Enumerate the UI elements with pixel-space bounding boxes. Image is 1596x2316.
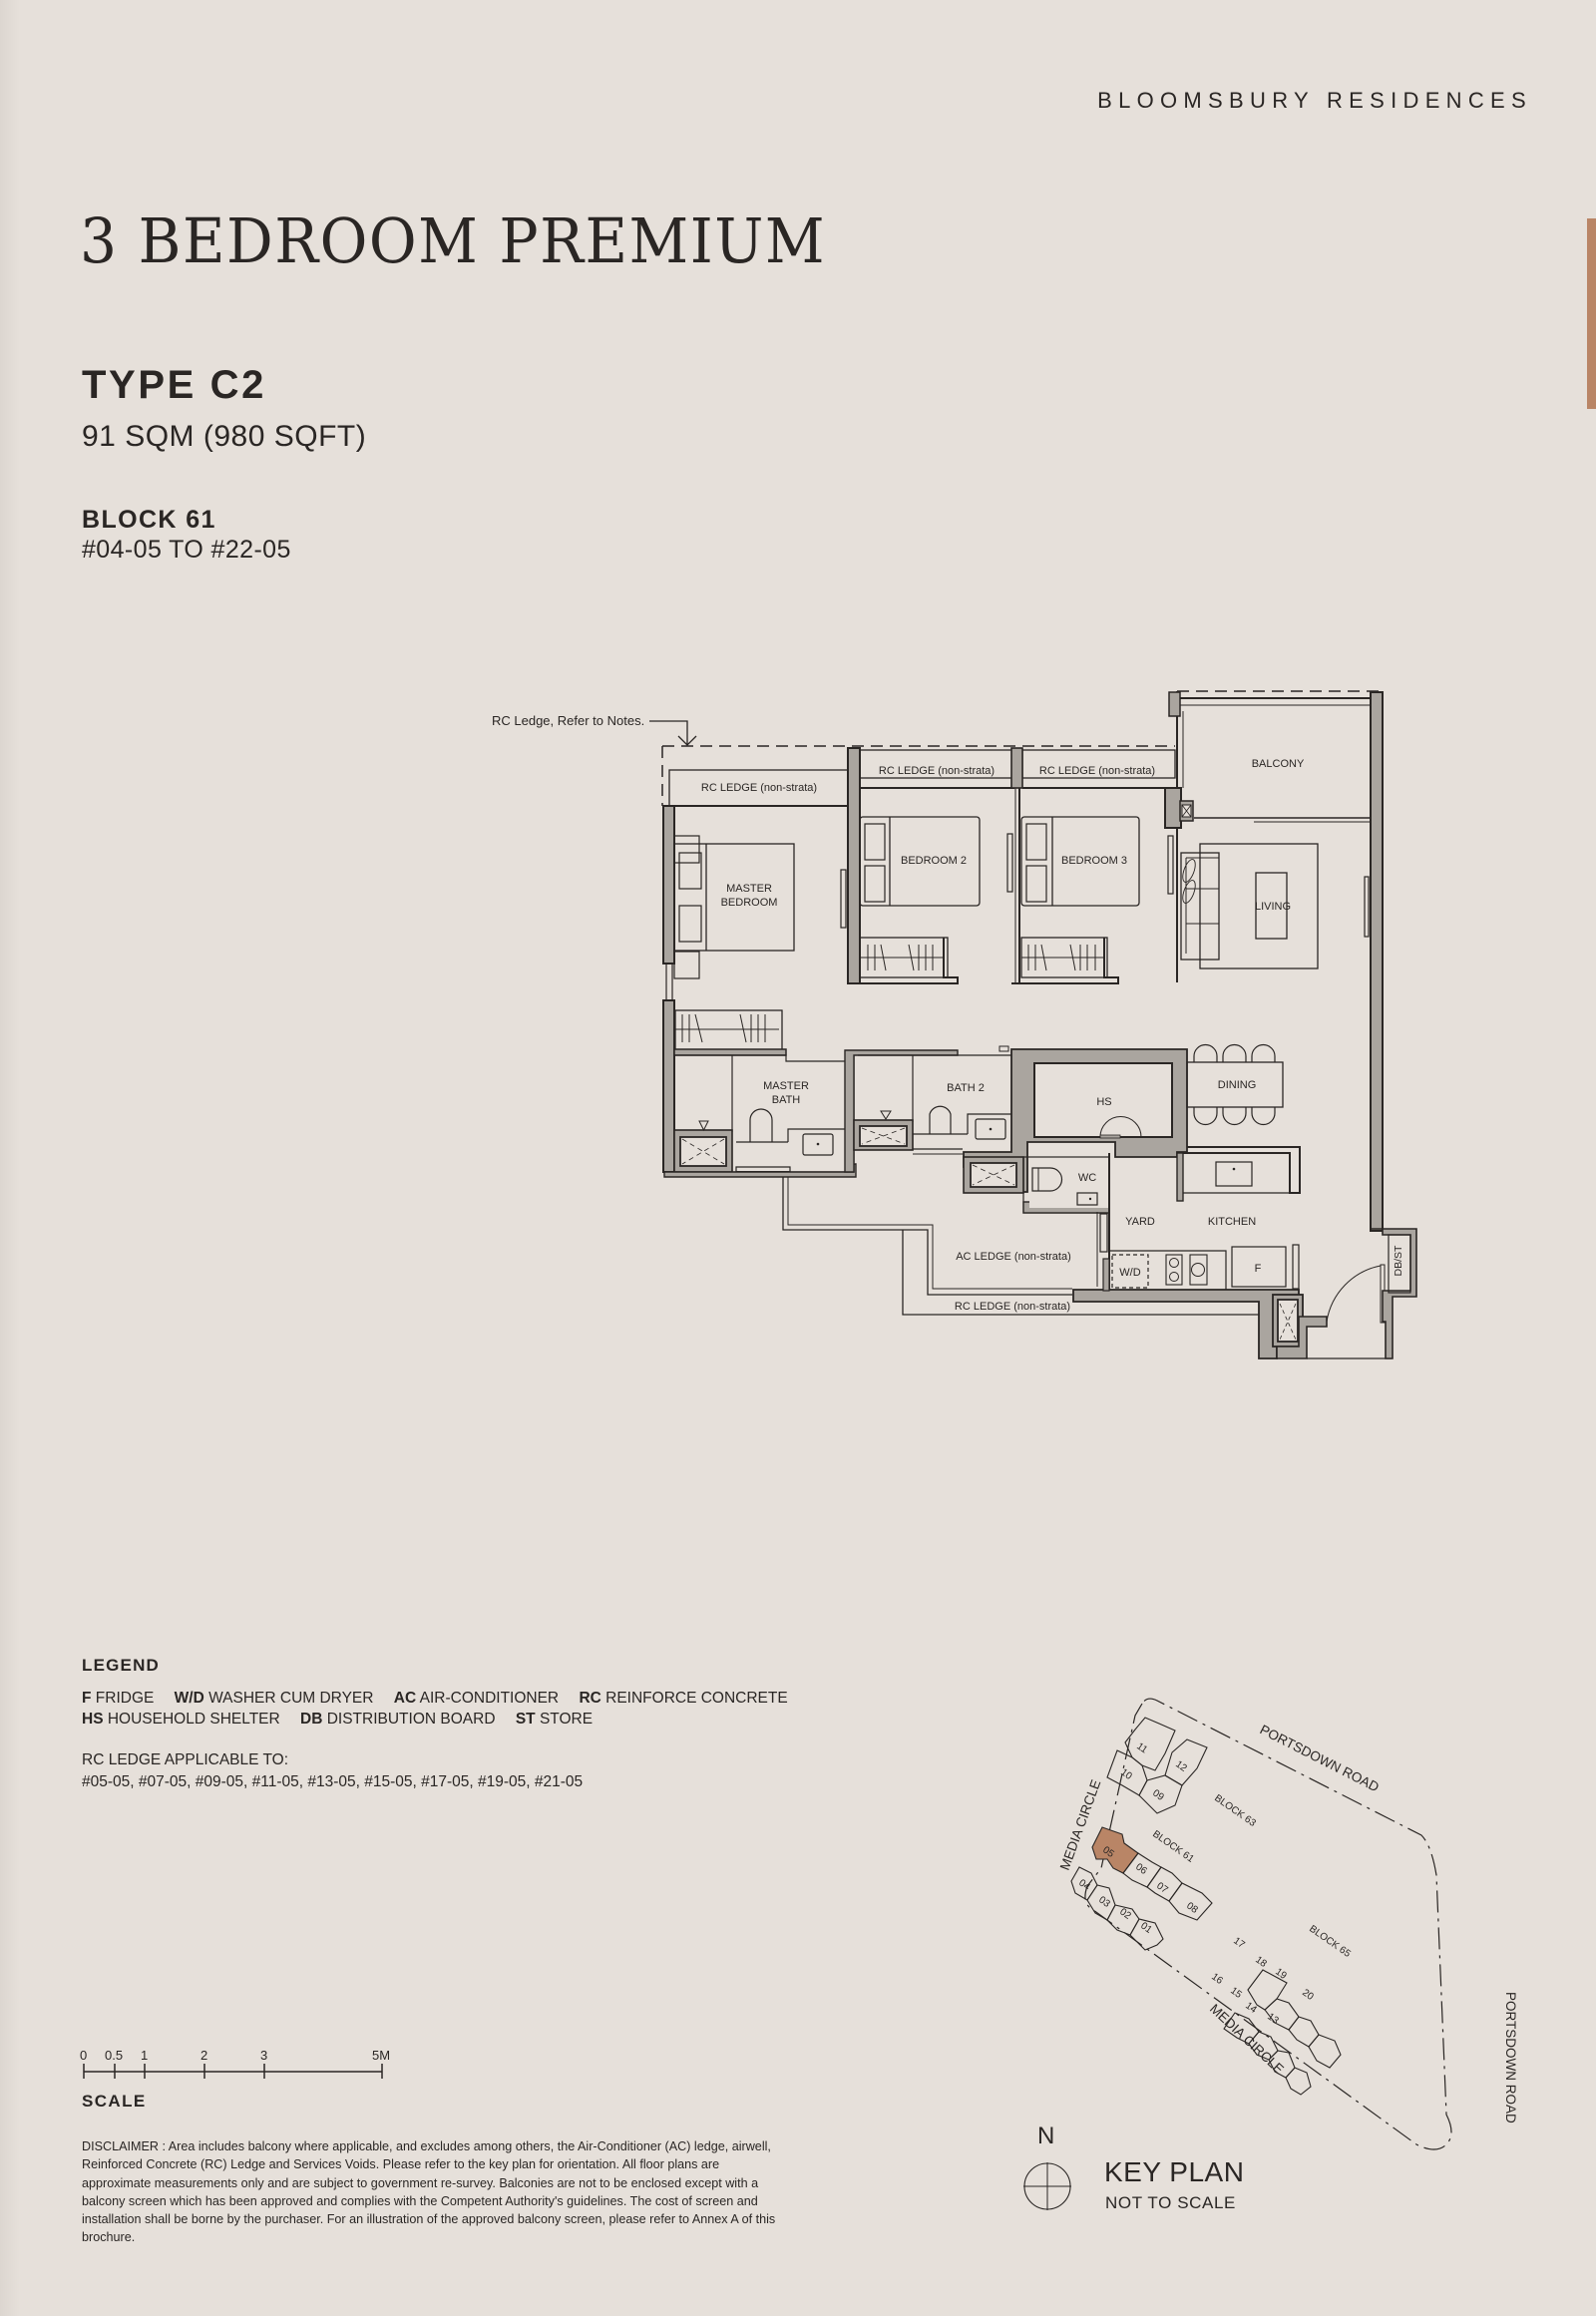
rc-ledge-applicable-title: RC LEDGE APPLICABLE TO: (82, 1751, 289, 1768)
legend-title: LEGEND (82, 1656, 161, 1675)
unit-label: 15 (1228, 1985, 1244, 2001)
scale-tick-3: 3 (260, 2048, 268, 2063)
appliance-label-fridge: F (1255, 1263, 1262, 1275)
unit-label: 20 (1300, 1987, 1316, 2003)
block-units: #04-05 TO #22-05 (82, 536, 291, 564)
unit-area: 91 SQM (980 SQFT) (82, 420, 367, 453)
page-title: 3 BEDROOM PREMIUM (80, 204, 827, 277)
block-name: BLOCK 61 (82, 506, 216, 534)
legend-row-2: HS HOUSEHOLD SHELTER DB DISTRIBUTION BOA… (82, 1711, 608, 1729)
brand-name: BLOOMSBURY RESIDENCES (1097, 88, 1532, 113)
block-label-65: BLOCK 65 (1307, 1923, 1353, 1960)
unit-label: 01 (1138, 1920, 1154, 1936)
floor-plan: RC Ledge, Refer to Notes. MASTER BEDROOM… (492, 690, 1417, 1359)
room-label-hs: HS (1096, 1096, 1111, 1108)
room-label-dining: DINING (1218, 1079, 1257, 1091)
unit-type: TYPE C2 (82, 363, 266, 407)
block-label-61: BLOCK 61 (1150, 1828, 1196, 1865)
legend-item-household-shelter: HS HOUSEHOLD SHELTER (82, 1711, 280, 1728)
key-plan (1023, 1698, 1452, 2210)
room-label-master-bedroom-1: MASTER (726, 883, 772, 895)
room-label-db-st: DB/ST (1393, 1245, 1404, 1277)
key-plan-labels: PORTSDOWN ROAD PORTSDOWN ROAD MEDIA CIRC… (1057, 1722, 1518, 2123)
room-label-kitchen: KITCHEN (1208, 1216, 1256, 1228)
legend-item-reinforce-concrete: RC REINFORCE CONCRETE (579, 1690, 788, 1707)
room-label-wc: WC (1078, 1172, 1096, 1184)
rc-ledge-label-master: RC LEDGE (non-strata) (701, 782, 817, 794)
appliance-label-washer-dryer: W/D (1119, 1267, 1140, 1279)
legend-item-fridge: F FRIDGE (82, 1690, 155, 1707)
legend-item-store: ST STORE (515, 1711, 594, 1728)
scale-label: SCALE (82, 2092, 147, 2111)
legend-item-distribution-board: DB DISTRIBUTION BOARD (300, 1711, 496, 1728)
accent-bar (1587, 218, 1596, 409)
room-label-bedroom-2: BEDROOM 2 (901, 855, 967, 867)
scale-tick-1: 1 (141, 2048, 149, 2063)
road-label-portsdown-right: PORTSDOWN ROAD (1503, 1992, 1518, 2123)
room-label-master-bath-2: BATH (772, 1094, 801, 1106)
unit-label: 09 (1150, 1787, 1166, 1803)
rc-ledge-label-bedroom-2: RC LEDGE (non-strata) (879, 765, 995, 777)
scale-tick-0: 0 (80, 2048, 88, 2063)
room-label-yard: YARD (1125, 1216, 1155, 1228)
disclaimer: DISCLAIMER : Area includes balcony where… (82, 2139, 776, 2245)
rc-ledge-applicable-units: #05-05, #07-05, #09-05, #11-05, #13-05, … (82, 1773, 584, 1790)
key-plan-subtitle: NOT TO SCALE (1105, 2193, 1236, 2212)
scale-bar (83, 2064, 383, 2079)
room-label-bedroom-3: BEDROOM 3 (1061, 855, 1127, 867)
room-label-balcony: BALCONY (1252, 758, 1305, 770)
room-label-bath-2: BATH 2 (947, 1082, 985, 1094)
north-label: N (1037, 2123, 1055, 2149)
room-label-master-bath-1: MASTER (763, 1080, 809, 1092)
unit-label: 12 (1173, 1758, 1189, 1774)
unit-label: 14 (1243, 2000, 1259, 2016)
unit-label: 18 (1253, 1954, 1269, 1970)
callout-text: RC Ledge, Refer to Notes. (492, 713, 644, 728)
unit-label: 08 (1184, 1900, 1200, 1916)
block-label-63: BLOCK 63 (1212, 1792, 1258, 1829)
unit-label: 06 (1133, 1861, 1149, 1877)
unit-label: 04 (1076, 1877, 1092, 1893)
scale-tick-5m: 5M (372, 2048, 391, 2063)
room-label-living: LIVING (1255, 901, 1291, 913)
page-edge-shade (0, 0, 20, 2316)
unit-label: 11 (1134, 1740, 1149, 1755)
unit-label: 17 (1231, 1935, 1247, 1951)
scale-tick-2: 2 (200, 2048, 208, 2063)
unit-label: 03 (1096, 1894, 1112, 1910)
room-label-master-bedroom-2: BEDROOM (721, 897, 778, 909)
scale-tick-0-5: 0.5 (105, 2048, 124, 2063)
unit-label: 19 (1273, 1966, 1289, 1982)
rc-ledge-label-bottom: RC LEDGE (non-strata) (955, 1301, 1070, 1313)
ac-ledge-label: AC LEDGE (non-strata) (956, 1251, 1071, 1263)
legend-item-washer-dryer: W/D WASHER CUM DRYER (174, 1690, 374, 1707)
legend-row-1: F FRIDGE W/D WASHER CUM DRYER AC AIR-CON… (82, 1690, 804, 1708)
rc-ledge-label-bedroom-3: RC LEDGE (non-strata) (1039, 765, 1155, 777)
unit-label: 16 (1209, 1971, 1225, 1987)
legend-item-air-conditioner: AC AIR-CONDITIONER (393, 1690, 560, 1707)
key-plan-title: KEY PLAN (1104, 2156, 1245, 2187)
